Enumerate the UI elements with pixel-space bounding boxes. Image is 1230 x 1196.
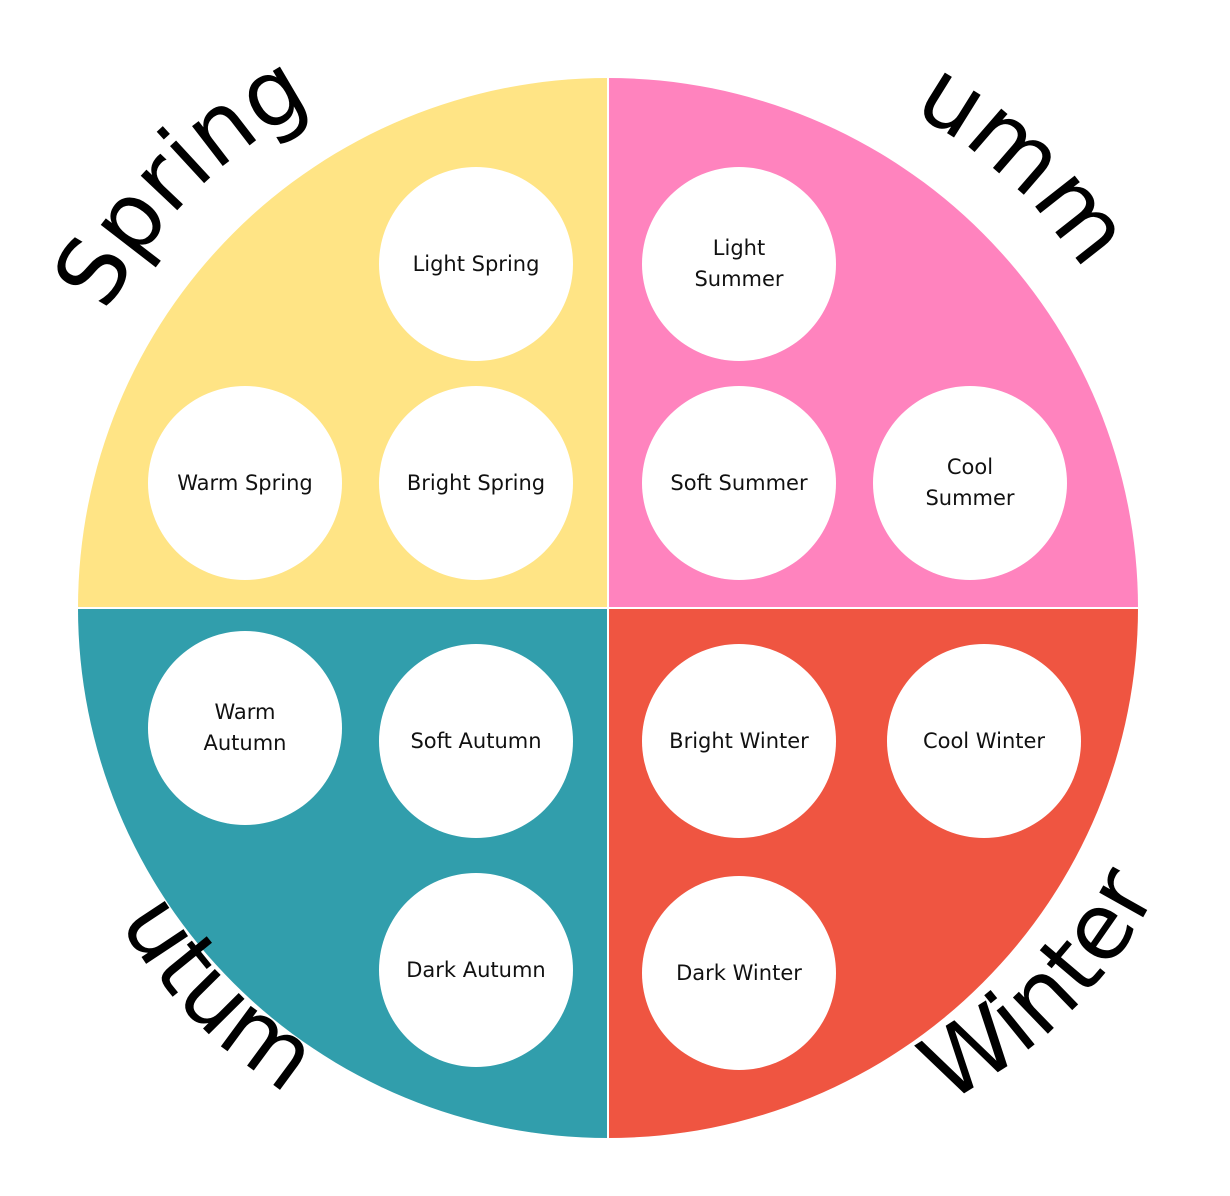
soft-autumn-chip: Soft Autumn <box>379 644 573 838</box>
bright-winter-chip: Bright Winter <box>642 644 836 838</box>
dark-autumn-chip: Dark Autumn <box>379 873 573 1067</box>
soft-autumn-label: Soft Autumn <box>410 728 542 753</box>
cool-winter-chip: Cool Winter <box>887 644 1081 838</box>
cool-summer-chip: Cool Summer <box>873 386 1067 580</box>
dark-winter-chip: Dark Winter <box>642 876 836 1070</box>
cool-winter-label: Cool Winter <box>922 728 1046 753</box>
light-summer-chip: Light Summer <box>642 167 836 361</box>
bright-winter-label: Bright Winter <box>669 728 809 753</box>
dark-autumn-label: Dark Autumn <box>406 957 546 982</box>
warm-autumn-label: Warm Autumn <box>203 700 287 755</box>
cool-summer-label: Cool Summer <box>925 455 1015 510</box>
warm-spring-label: Warm Spring <box>177 470 313 495</box>
light-summer-label: Light Summer <box>694 236 784 291</box>
dark-winter-label: Dark Winter <box>676 960 802 985</box>
warm-autumn-chip: Warm Autumn <box>148 631 342 825</box>
light-spring-label: Light Spring <box>412 251 540 276</box>
warm-spring-chip: Warm Spring <box>148 386 342 580</box>
soft-summer-label: Soft Summer <box>670 470 808 495</box>
bright-spring-label: Bright Spring <box>406 470 546 495</box>
light-spring-chip: Light Spring <box>379 167 573 361</box>
soft-summer-chip: Soft Summer <box>642 386 836 580</box>
bright-spring-chip: Bright Spring <box>379 386 573 580</box>
